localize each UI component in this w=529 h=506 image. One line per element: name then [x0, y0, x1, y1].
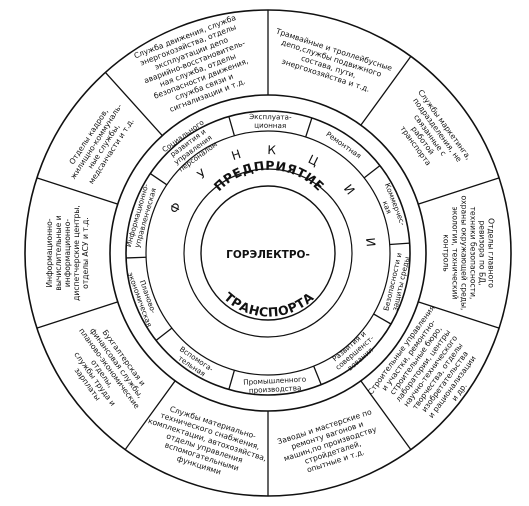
middle-sector-expl-line: Эксплуата- [249, 112, 292, 122]
outer-sector-traffic-block: Служба движения, службаэнергохозяйства, … [133, 13, 250, 114]
function-letter: И [363, 237, 378, 247]
outer-sector-info_centers-line: диспетчерские центры, [72, 205, 81, 301]
outer-sector-chief_auditor-line: техники безопасности, [468, 207, 477, 300]
outer-separator-7 [124, 380, 176, 450]
outer-separator-0 [104, 71, 163, 137]
outer-sector-chief_auditor-line: охраны окружающей среды, [459, 196, 468, 311]
middle-sector-commercial-line: кая [381, 200, 394, 215]
outer-separator-8 [36, 301, 118, 329]
middle-sector-planning-block: Планово-экономическая [126, 271, 158, 328]
middle-separator-9 [149, 173, 168, 186]
middle-separator-3 [389, 242, 410, 246]
middle-sector-expl-line: ционная [254, 121, 286, 131]
middle-separator-2 [363, 165, 381, 179]
ring-circle-3 [125, 110, 411, 396]
middle-sector-repair-line: Ремонтная [324, 129, 363, 160]
outer-sector-chief_auditor-line: экологии, технический [450, 207, 459, 300]
middle-separator-6 [228, 370, 235, 390]
middle-separator-4 [373, 313, 392, 325]
outer-sector-info_centers-line: отделы АСУ и т.д. [81, 217, 90, 289]
outer-sector-chief_auditor-line: Отделы главного [486, 218, 495, 288]
outer-sector-chief_auditor-line: контроль [441, 234, 450, 272]
core-circle: ПРЕДПРИЯТИЕ ГОРЭЛЕКТРО- ТРАНСПОРТА [211, 158, 327, 320]
ring-circle-2 [145, 130, 391, 376]
middle-sector-expl-block: Эксплуата-ционная [249, 112, 292, 130]
middle-sector-repair-block: Ремонтная [324, 129, 363, 160]
middle-sector-production-line: производства [249, 383, 302, 395]
outer-sector-info_centers-line: Информационно- [45, 218, 54, 287]
function-letter: Ц [306, 152, 321, 169]
ring-circle-1 [183, 168, 353, 338]
outer-sector-chief_auditor-line: ревизора по БД, [477, 220, 486, 285]
core-middle-word: ГОРЭЛЕКТРО- [226, 249, 310, 261]
middle-separator-7 [155, 327, 173, 341]
function-letter: К [267, 143, 276, 157]
middle-sector-info_mgmt-block: Информационно-управленческая [124, 182, 158, 248]
function-letter: Ф [167, 200, 184, 215]
outer-sector-info_centers-line: вычислительные и [54, 215, 63, 290]
function-letter: Н [230, 147, 243, 163]
outer-separator-9 [36, 177, 118, 205]
middle-separator-0 [228, 116, 235, 136]
outer-separator-2 [360, 56, 412, 126]
ring-circle-0 [200, 185, 336, 321]
outer-sector-marketing-block: Службы маркетинга,подразделения, несвяза… [398, 88, 473, 167]
outer-sector-info_centers-line: информационно- [63, 219, 72, 288]
middle-separator-5 [313, 365, 322, 385]
function-letter: И [341, 182, 358, 198]
core-bottom-word: ТРАНСПОРТА [221, 289, 316, 320]
outer-separator-4 [418, 301, 500, 329]
middle-separator-1 [305, 117, 313, 138]
outer-separator-5 [360, 380, 412, 450]
function-letter: У [194, 166, 209, 182]
middle-sector-production-line: Промышленного [243, 374, 306, 386]
outer-sector-services-block: Службы материально-технического снабжени… [147, 404, 268, 476]
outer-sector-personnel-block: Отделы кадров,жилищно-коммуналь-ные служ… [67, 102, 135, 186]
sector-separators [36, 10, 500, 496]
middle-separator-8 [126, 256, 147, 259]
outer-separator-3 [418, 177, 500, 205]
